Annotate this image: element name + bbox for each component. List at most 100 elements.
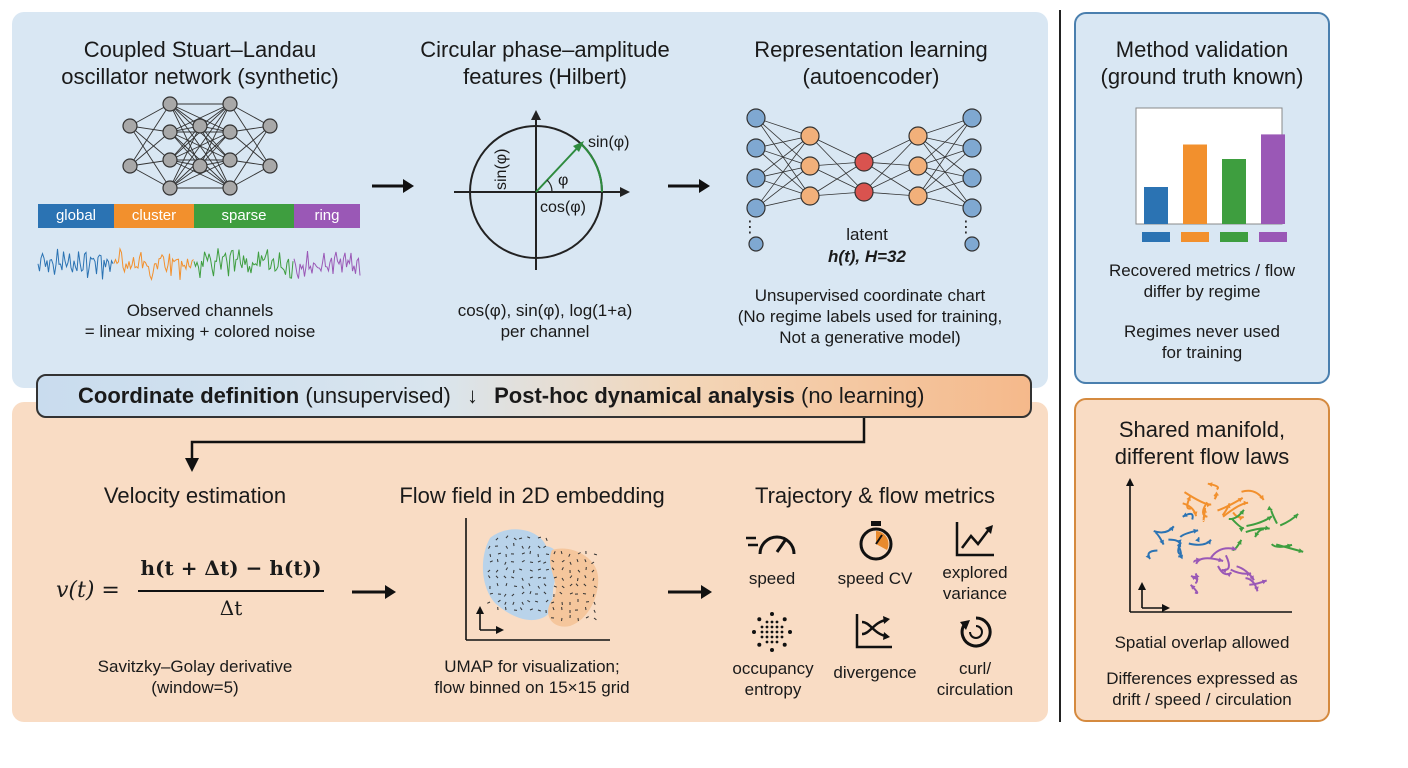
metrics-title: Trajectory & flow metrics [754, 483, 995, 508]
flow-vector [529, 561, 534, 563]
network-title: Coupled Stuart–Landau oscillator network… [61, 37, 339, 89]
flow-vector [576, 559, 579, 563]
waveform-segment [113, 247, 194, 281]
flow-arrowhead [1298, 548, 1304, 553]
observed-channels-caption: Observed channels = linear mixing + colo… [84, 301, 316, 341]
regime-ring: ring [294, 204, 360, 228]
flow-arrowhead [1193, 528, 1199, 534]
flow-vector [560, 550, 563, 555]
flow-arrowhead [1254, 532, 1260, 538]
entropy-grid-dot [770, 635, 774, 639]
velocity-formula: v(t) = h(t + Δt) − h(t)) Δt [56, 556, 346, 626]
network-node [222, 180, 238, 196]
entropy-grid-dot [780, 635, 784, 639]
entropy-grid-dot [765, 630, 769, 634]
flow-vector [521, 545, 524, 549]
flow-arrowhead [1237, 539, 1242, 545]
network-edge [129, 125, 171, 161]
flow-arrowhead [1218, 557, 1224, 563]
flow-vector [513, 537, 517, 541]
entropy-grid-dot [775, 640, 779, 644]
flow-arrowhead [1206, 502, 1212, 508]
flow-vector [582, 593, 587, 595]
flow-vector [545, 553, 550, 555]
flow-arrowhead [1259, 494, 1264, 500]
sin-axis-label: sin(φ) [493, 148, 510, 190]
autoencoder-edge [863, 135, 919, 193]
metric-divergence: divergence [833, 663, 917, 682]
flow-trajectory [1221, 554, 1230, 572]
network-node [222, 152, 238, 168]
flow-vector [495, 569, 499, 573]
flow-arrowhead [1267, 505, 1273, 511]
ellipsis-mark: ⋮ [742, 219, 758, 236]
network-edge [169, 159, 231, 189]
autoencoder-title: Representation learning (autoencoder) [754, 37, 988, 89]
network-edge [169, 103, 231, 189]
entropy-grid-dot [760, 635, 764, 639]
flow-vector [495, 537, 499, 541]
banner-left-rest: (unsupervised) [299, 383, 451, 408]
flow-vector [569, 592, 573, 595]
flow-vector [519, 607, 523, 611]
flow-arrowhead [1221, 568, 1227, 574]
flow-vector [489, 560, 493, 563]
entropy-outer-dot [788, 630, 792, 634]
flow-vector [545, 568, 550, 571]
flow-arrowhead [1266, 516, 1272, 521]
network-node [262, 158, 278, 174]
network-node [162, 180, 178, 196]
flow-vector [584, 559, 587, 563]
flow-vector [521, 591, 525, 595]
flow-arrowhead [1202, 513, 1208, 519]
network-edge [229, 103, 271, 167]
oscillator-network-graph [122, 96, 278, 196]
flow-vector [505, 606, 507, 611]
flow-arrowhead [1243, 500, 1249, 506]
flow-arrowhead [1226, 572, 1232, 578]
flow-vector [561, 577, 565, 581]
autoencoder-node [800, 126, 820, 146]
phi-label: φ [558, 172, 569, 189]
flow-arrowhead [1190, 584, 1196, 590]
flow-vector [505, 583, 508, 587]
flow-vector [537, 560, 541, 563]
flow-vector [585, 607, 587, 611]
regime-global: global [38, 204, 114, 228]
arrow-right-icon [372, 179, 414, 193]
network-node [162, 124, 178, 140]
flow-arrowhead [1231, 546, 1237, 551]
latent-dim-label: h(t), H=32 [828, 247, 906, 266]
banner-right-rest: (no learning) [794, 383, 925, 408]
flow-vector [583, 583, 587, 587]
flow-arrowhead [1254, 586, 1259, 592]
flow-vector [512, 601, 515, 605]
waveform-segment [193, 248, 294, 279]
network-node [222, 124, 238, 140]
flow-vector [518, 537, 523, 540]
flow-vector [593, 609, 596, 613]
network-edge [229, 125, 271, 161]
flow-vector [552, 607, 555, 611]
autoencoder-node [908, 186, 928, 206]
flow-arrowhead [1214, 491, 1219, 496]
flow-arrowhead [1182, 512, 1188, 517]
flow-vector [528, 583, 531, 587]
flow-arrowhead [1206, 539, 1211, 545]
regime-sparse: sparse [194, 204, 294, 228]
flow-vector [537, 536, 542, 539]
banner-left-bold: Coordinate definition [78, 383, 300, 408]
flow-vector [503, 593, 507, 597]
entropy-grid-dot [775, 620, 779, 624]
network-node [192, 158, 208, 174]
autoencoder-edge [917, 147, 973, 197]
flow-vector [561, 567, 564, 571]
feedback-connector-arrow [185, 418, 866, 472]
flow-arrowhead [1195, 537, 1200, 543]
network-edge [129, 103, 171, 167]
flow-vector [553, 576, 557, 579]
flow-vector [497, 599, 501, 603]
entropy-outer-dot [782, 617, 787, 622]
flow-vector [561, 585, 565, 589]
entropy-outer-dot [757, 642, 762, 647]
